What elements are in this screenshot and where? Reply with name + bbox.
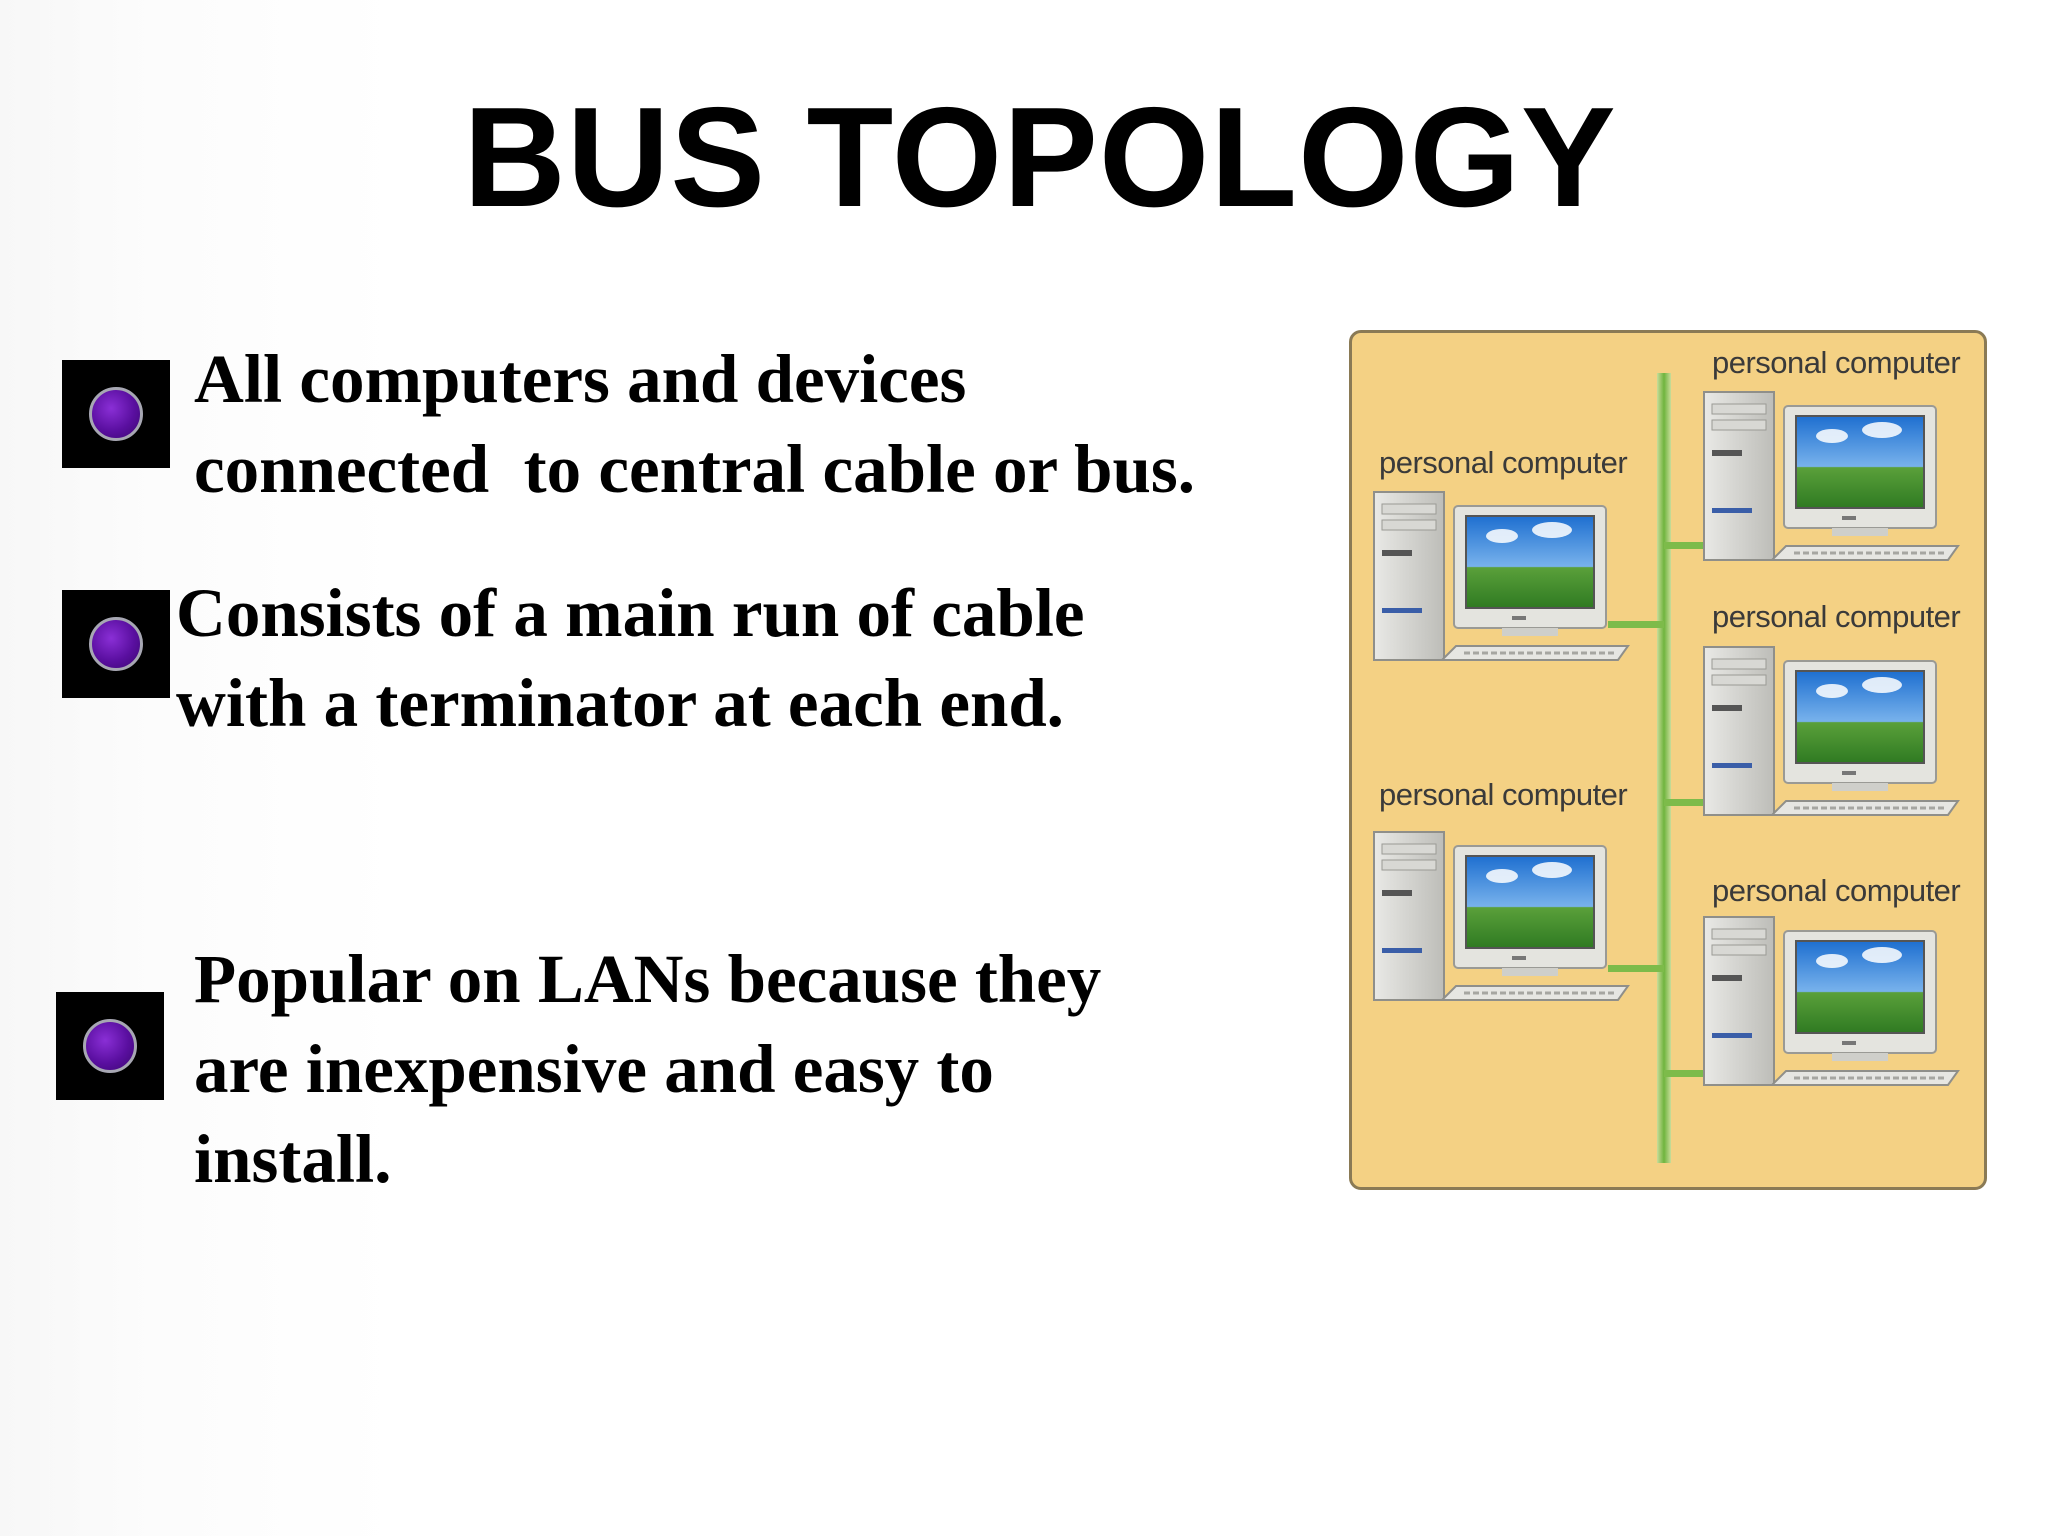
personal-computer-icon [1372, 490, 1630, 662]
personal-computer-icon [1702, 645, 1960, 817]
bullet-3-text: Popular on LANs because they are inexpen… [194, 941, 1102, 1197]
pc-label-right-3: personal computer [1712, 873, 1961, 908]
personal-computer-icon [1702, 915, 1960, 1087]
drop-cable-left-2 [1608, 965, 1664, 972]
pc-label-right-1: personal computer [1712, 345, 1961, 380]
drop-cable-right-1 [1664, 542, 1712, 549]
bus-cable-lines [1608, 373, 1712, 1163]
bullet-2-icon [62, 590, 170, 698]
drop-cable-right-3 [1664, 1070, 1712, 1077]
pc-label-left-1: personal computer [1379, 445, 1628, 480]
bullet-2-text: Consists of a main run of cable with a t… [176, 575, 1085, 741]
pc-label-right-2: personal computer [1712, 599, 1961, 634]
bullet-3-icon [56, 992, 164, 1100]
purple-circle-icon [83, 1019, 137, 1073]
purple-circle-icon [89, 387, 143, 441]
pc-label-left-2: personal computer [1379, 777, 1628, 812]
bullet-1-text: All computers and devices connected to c… [194, 341, 1196, 507]
drop-cable-right-2 [1664, 799, 1712, 806]
purple-circle-icon [89, 617, 143, 671]
personal-computer-icon [1372, 830, 1630, 1002]
bullet-1-icon [62, 360, 170, 468]
main-bus-cable [1657, 373, 1671, 1163]
bus-topology-diagram: personal computer personal computer pers… [1349, 330, 1987, 1190]
personal-computer-icon [1702, 390, 1960, 562]
drop-cable-left-1 [1608, 621, 1664, 628]
slide-title: BUS TOPOLOGY [463, 78, 1617, 237]
